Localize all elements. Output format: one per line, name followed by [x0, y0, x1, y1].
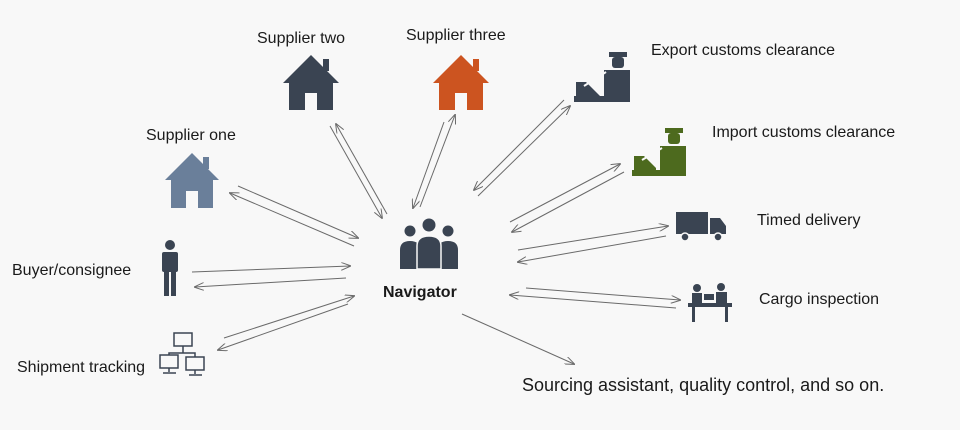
node-label-buyer: Buyer/consignee	[12, 262, 132, 279]
node-label-shipment-tracking: Shipment tracking	[17, 359, 146, 376]
node-label-supplier-three: Supplier three	[406, 27, 506, 44]
arrow-to-cargo-inspection	[525, 287, 680, 300]
connector-arrows	[191, 99, 680, 364]
node-label-import-customs: Import customs clearance	[712, 124, 896, 141]
arrow-to-shipment-tracking	[218, 303, 349, 350]
arrow-to-timed-delivery	[517, 226, 668, 251]
arrow-to-navigator	[223, 296, 354, 339]
arrow-to-navigator	[512, 171, 625, 232]
arrow-to-import-customs	[509, 164, 620, 223]
arrow-to-sourcing	[461, 313, 574, 364]
computer-network-icon	[159, 332, 205, 376]
arrow-to-navigator	[191, 266, 350, 273]
arrow-to-navigator	[518, 235, 667, 262]
node-label-supplier-one: Supplier one	[146, 127, 236, 144]
node-label-sourcing: Sourcing assistant, quality control, and…	[522, 375, 885, 395]
customs-officer-icon	[574, 52, 630, 102]
house-icon	[283, 55, 339, 110]
arrow-to-navigator	[413, 121, 445, 208]
node-label-timed-delivery: Timed delivery	[757, 212, 861, 229]
arrow-to-supplier-one	[230, 193, 355, 247]
inspection-desk-icon	[688, 283, 732, 322]
arrow-to-buyer	[195, 277, 347, 287]
house-icon	[165, 153, 219, 208]
navigator-label: Navigator	[383, 284, 457, 301]
arrow-to-export-customs	[477, 106, 570, 197]
node-label-cargo-inspection: Cargo inspection	[759, 291, 880, 308]
arrow-to-navigator	[237, 185, 358, 238]
house-icon	[433, 55, 489, 110]
truck-icon	[676, 212, 726, 242]
people-group-icon	[400, 218, 458, 270]
customs-officer-icon	[632, 128, 686, 176]
arrow-to-navigator	[474, 99, 565, 190]
person-icon	[162, 240, 178, 296]
node-label-supplier-two: Supplier two	[257, 30, 346, 47]
arrow-to-navigator	[510, 295, 677, 309]
arrow-to-navigator	[329, 125, 382, 218]
arrow-to-supplier-two	[336, 124, 388, 215]
arrow-to-supplier-three	[419, 115, 455, 208]
node-label-export-customs: Export customs clearance	[651, 42, 836, 59]
